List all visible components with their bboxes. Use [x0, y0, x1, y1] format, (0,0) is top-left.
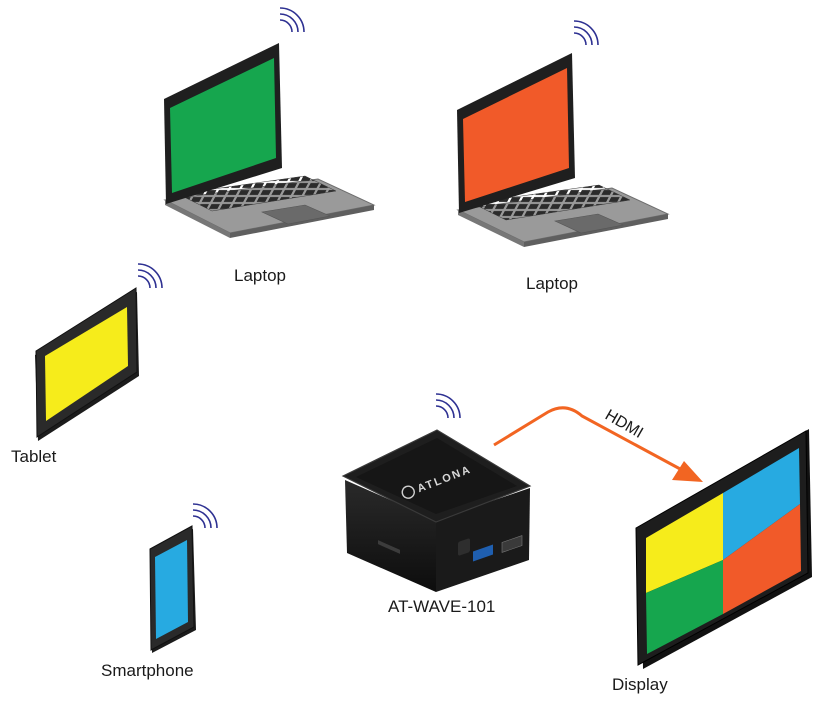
laptop-right-label: Laptop — [526, 274, 578, 293]
device-label: AT-WAVE-101 — [388, 597, 496, 616]
display-quad-yellow — [646, 493, 723, 593]
hdmi-arrow — [493, 406, 703, 482]
smartphone-screen — [155, 540, 188, 639]
display-icon — [635, 429, 812, 669]
laptop-right-screen — [463, 68, 569, 202]
hdmi-label: HDMI — [602, 407, 646, 442]
usb-port-blue — [473, 544, 493, 562]
tablet-screen — [45, 307, 128, 421]
wireless-icon — [435, 393, 461, 419]
laptop-left-icon — [163, 43, 376, 238]
usb-port — [501, 535, 523, 553]
smartphone-label: Smartphone — [101, 661, 194, 680]
display-quad-green — [646, 560, 723, 654]
display-label: Display — [612, 675, 668, 694]
wireless-icon — [192, 503, 218, 529]
at-wave-101-device — [341, 429, 532, 592]
laptop-left-label: Laptop — [234, 266, 286, 285]
smartphone-icon — [149, 525, 196, 653]
wireless-icon — [573, 20, 599, 46]
laptop-right-icon — [456, 53, 670, 247]
wireless-icon — [279, 7, 305, 33]
display-quad-orange — [723, 504, 801, 614]
tablet-label: Tablet — [11, 447, 57, 466]
wireless-icon — [137, 263, 163, 289]
tablet-icon — [35, 287, 139, 441]
display-quad-blue — [723, 448, 800, 560]
laptop-left-screen — [170, 58, 276, 193]
